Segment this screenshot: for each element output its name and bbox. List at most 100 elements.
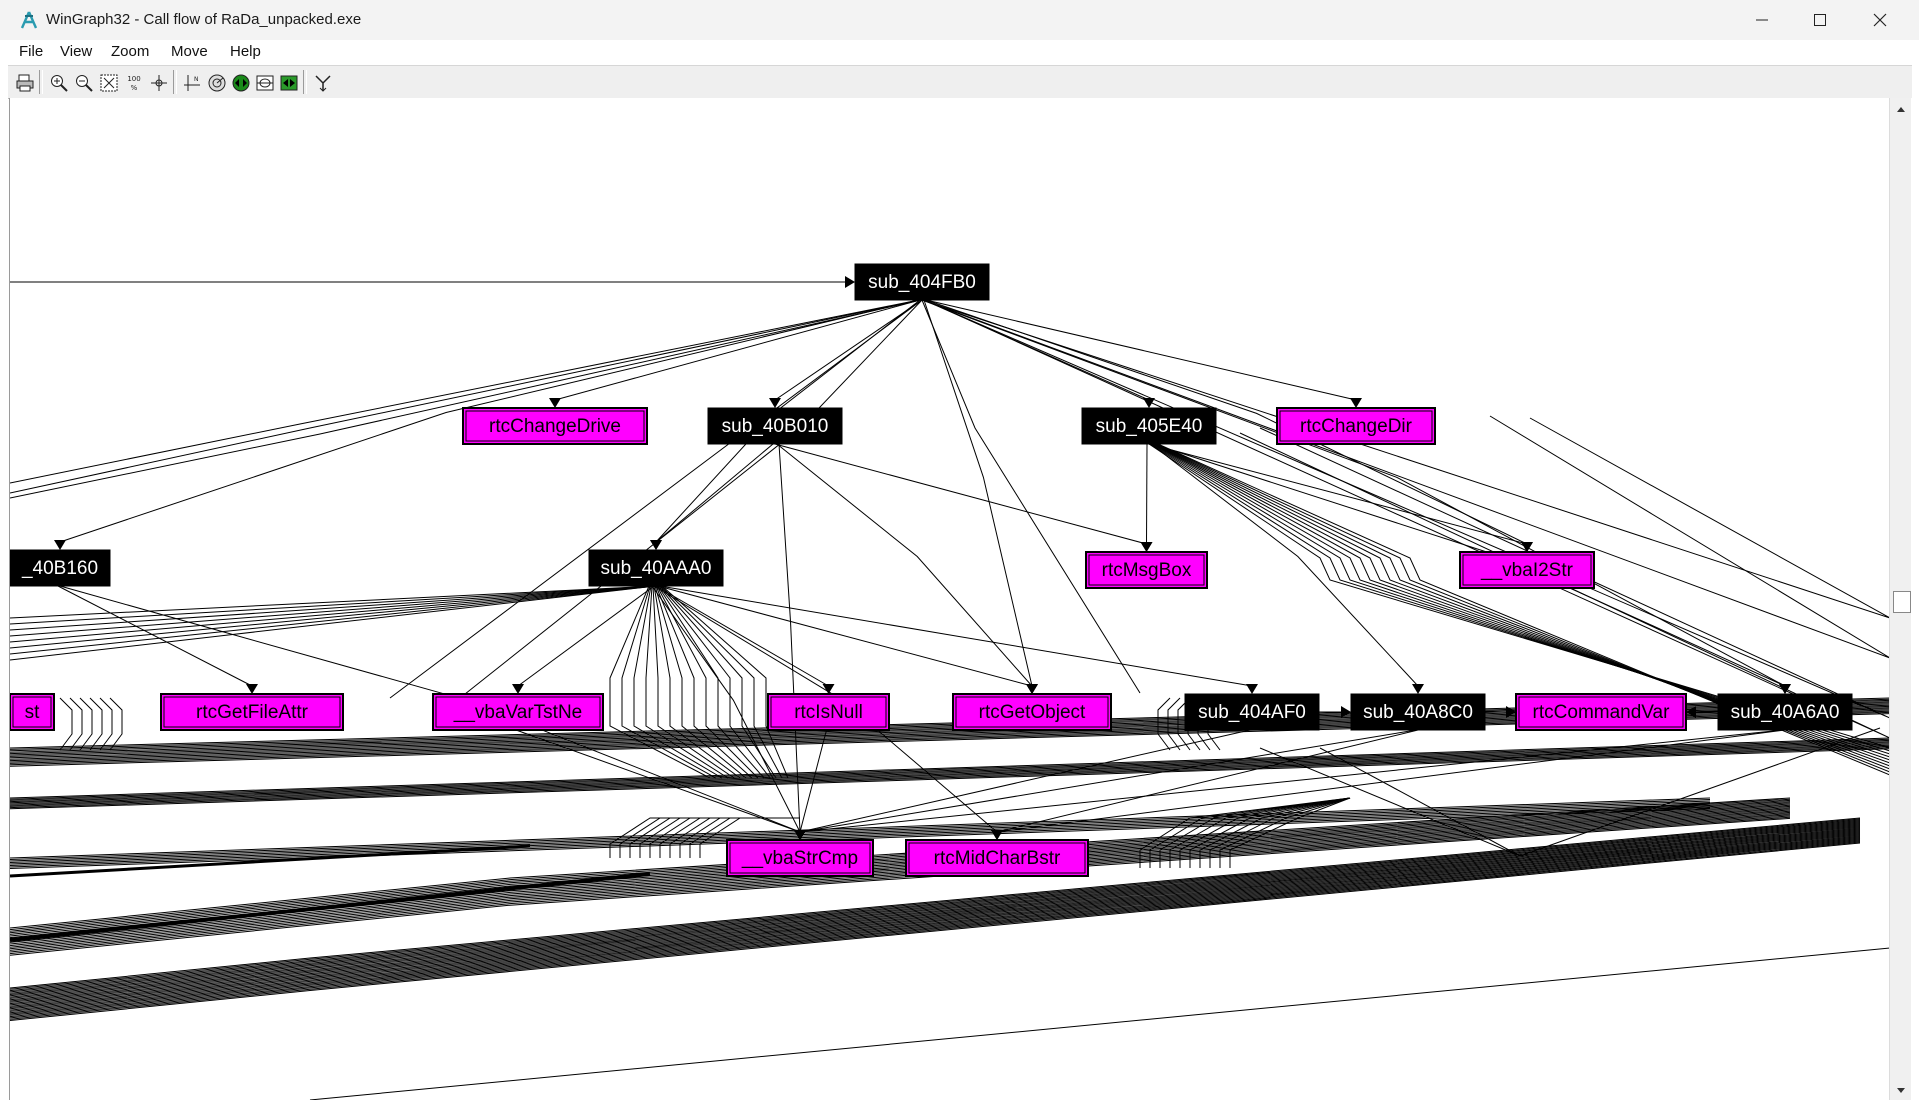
toolbar-separator	[39, 70, 43, 94]
follow-edge-button[interactable]	[310, 70, 334, 94]
edge-sub_404FB0-offscreen	[10, 299, 921, 494]
node-box[interactable]	[160, 693, 344, 731]
node-box[interactable]	[432, 693, 604, 731]
graph-node-vbaVarTstNe[interactable]: __vbaVarTstNe	[432, 693, 604, 731]
node-label: _40B160	[21, 558, 98, 579]
edge-sub_405E40-to-rtcMsgBox	[1146, 443, 1148, 545]
navigate-button[interactable]	[228, 70, 252, 94]
menu-move[interactable]: Move	[171, 43, 208, 60]
node-box[interactable]	[1515, 693, 1687, 731]
graph-node-sub_40B010[interactable]: sub_40B010	[707, 407, 843, 445]
scroll-thumb[interactable]	[1893, 591, 1911, 613]
svg-text:100: 100	[127, 75, 140, 83]
edge-bundle-diagonal-2	[10, 838, 1861, 1016]
menu-zoom[interactable]: Zoom	[111, 43, 150, 60]
node-box[interactable]	[952, 693, 1112, 731]
radar-button[interactable]	[204, 70, 228, 94]
graph-node-rtcChangeDir[interactable]: rtcChangeDir	[1276, 407, 1436, 445]
graph-node-rtcIsNull[interactable]: rtcIsNull	[767, 693, 890, 731]
node-label: st	[25, 702, 41, 723]
node-inner-border	[1518, 696, 1684, 728]
origin-button[interactable]: N	[179, 70, 203, 94]
scroll-down-button[interactable]	[1890, 1082, 1912, 1100]
edge-sub_40AAA0-bundle	[661, 585, 789, 779]
edge-bundle-diagonal-2	[10, 828, 1861, 1003]
menu-bar: File View Zoom Move Help	[0, 40, 1919, 64]
print-button[interactable]	[12, 70, 36, 94]
graph-canvas[interactable]: sub_404FB0 rtcChangeDrive sub_40B010 sub_40…	[9, 98, 1890, 1100]
scroll-up-button[interactable]	[1890, 100, 1912, 118]
graph-node-rtcMsgBox[interactable]: rtcMsgBox	[1085, 551, 1208, 589]
call-graph[interactable]: sub_404FB0 rtcChangeDrive sub_40B010 sub_40…	[10, 98, 1890, 1100]
center-button[interactable]	[146, 70, 170, 94]
node-box[interactable]	[767, 693, 890, 731]
graph-node-st_partial[interactable]: st	[10, 693, 55, 731]
graph-node-rtcGetFileAttr[interactable]: rtcGetFileAttr	[160, 693, 344, 731]
node-inner-border	[12, 696, 52, 728]
maximize-button[interactable]	[1791, 0, 1849, 40]
edge-sub_40AAA0-to-vbaStrCmp	[651, 585, 801, 833]
menu-view[interactable]: View	[60, 43, 93, 60]
edge-bundle-diagonal-2	[10, 819, 1861, 992]
graph-node-sub_404AF0[interactable]: sub_404AF0	[1184, 693, 1320, 731]
graph-node-sub_40A8C0[interactable]: sub_40A8C0	[1350, 693, 1486, 731]
node-inner-border	[1462, 554, 1592, 586]
zoom-100-button[interactable]: 100 %	[121, 70, 145, 94]
edge-bundle-diagonal-2	[10, 840, 1861, 1019]
graph-node-sub_404FB0[interactable]: sub_404FB0	[854, 263, 990, 301]
node-box[interactable]	[1276, 407, 1436, 445]
edge-corner-left	[79, 697, 93, 751]
toolbar-separator	[303, 70, 307, 94]
node-label: rtcIsNull	[794, 702, 863, 723]
edge-bundle-diagonal	[10, 814, 1791, 951]
vertical-scrollbar[interactable]	[1889, 98, 1912, 1100]
edge-bundle-row-c	[10, 802, 1711, 863]
menu-file[interactable]: File	[19, 43, 44, 60]
node-label: __vbaStrCmp	[741, 848, 858, 869]
graph-node-rtcMidCharBstr[interactable]: rtcMidCharBstr	[905, 839, 1089, 877]
menu-help[interactable]: Help	[230, 43, 261, 60]
zoom-in-button[interactable]	[46, 70, 70, 94]
edge-sub_40AAA0-bundle	[609, 585, 711, 779]
edge-sub_404FB0-offscreen	[922, 299, 1890, 659]
node-box[interactable]	[1350, 693, 1486, 731]
node-box[interactable]	[1085, 551, 1208, 589]
node-box[interactable]	[1081, 407, 1217, 445]
node-box[interactable]	[1184, 693, 1320, 731]
edge-sub_405E40-to-vbaI2Str	[1148, 443, 1528, 545]
node-box[interactable]	[588, 549, 724, 587]
node-box[interactable]	[1459, 551, 1595, 589]
node-box[interactable]	[905, 839, 1089, 877]
fit-to-window-icon	[100, 74, 118, 92]
navigate-green-button[interactable]	[276, 70, 300, 94]
graph-node-sub_40A6A0[interactable]: sub_40A6A0	[1717, 693, 1853, 731]
title-bar[interactable]: WinGraph32 - Call flow of RaDa_unpacked.…	[0, 0, 1919, 41]
graph-node-sub_40B160[interactable]: _40B160	[10, 549, 111, 587]
graph-node-sub_405E40[interactable]: sub_405E40	[1081, 407, 1217, 445]
graph-node-vbaI2Str[interactable]: __vbaI2Str	[1459, 551, 1595, 589]
graph-node-rtcCommandVar[interactable]: rtcCommandVar	[1515, 693, 1687, 731]
node-box[interactable]	[707, 407, 843, 445]
zoom-out-button[interactable]	[71, 70, 95, 94]
graph-node-vbaStrCmp[interactable]: __vbaStrCmp	[726, 839, 874, 877]
node-box[interactable]	[726, 839, 874, 877]
node-box[interactable]	[1717, 693, 1853, 731]
edge-sub_40A8C0-to-rtcMidCharBstr	[996, 729, 1419, 833]
fisheye-button[interactable]	[252, 70, 276, 94]
graph-node-rtcChangeDrive[interactable]: rtcChangeDrive	[462, 407, 648, 445]
window-edge	[1911, 98, 1919, 1100]
close-button[interactable]	[1851, 0, 1909, 40]
edge-sub_40AAA0-bundle	[654, 585, 747, 779]
edge-sub_40B010-to-rtcMsgBox	[774, 443, 1147, 545]
edge-thick	[10, 844, 531, 878]
node-box[interactable]	[462, 407, 648, 445]
graph-node-rtcGetObject[interactable]: rtcGetObject	[952, 693, 1112, 731]
fit-window-button[interactable]	[96, 70, 120, 94]
node-box[interactable]	[10, 549, 111, 587]
node-box[interactable]	[854, 263, 990, 301]
minimize-button[interactable]	[1733, 0, 1791, 40]
edge-sub_40AAA0-left	[10, 585, 657, 655]
edge-bundle-diagonal	[10, 809, 1791, 945]
node-box[interactable]	[10, 693, 55, 731]
graph-node-sub_40AAA0[interactable]: sub_40AAA0	[588, 549, 724, 587]
